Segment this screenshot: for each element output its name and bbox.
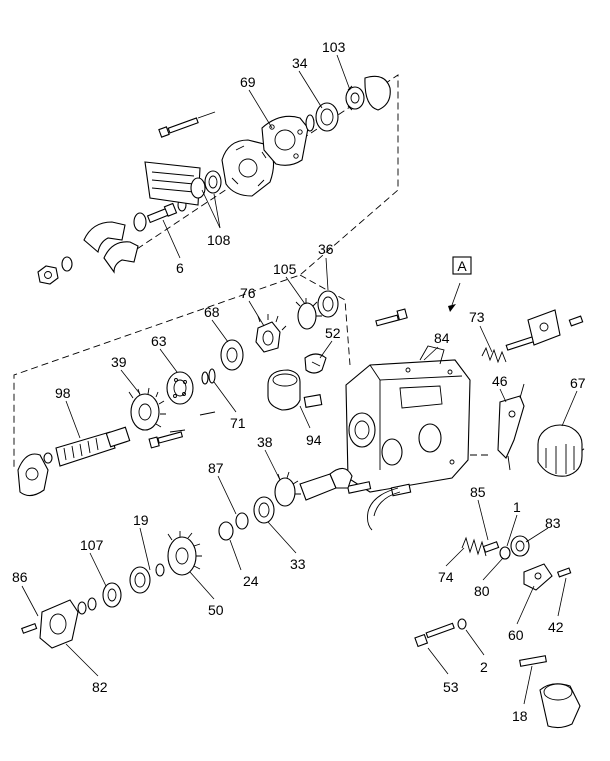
callout-labels: 103 34 69 108 6 36 105 76 68 52 63 39 98… bbox=[12, 39, 586, 724]
callout-42: 42 bbox=[548, 619, 564, 635]
svg-text:A: A bbox=[457, 258, 467, 274]
drive-shaft-icon bbox=[55, 426, 131, 467]
callout-68: 68 bbox=[204, 304, 220, 320]
callout-94: 94 bbox=[306, 432, 322, 448]
callout-6: 6 bbox=[176, 260, 184, 276]
callout-1: 1 bbox=[513, 499, 521, 515]
small-bolt-icon bbox=[158, 111, 216, 138]
retaining-clip-icon bbox=[304, 353, 327, 374]
lever-arm-icon bbox=[497, 383, 525, 471]
callout-105: 105 bbox=[273, 261, 297, 277]
fitting-block-icon bbox=[523, 563, 553, 591]
bearing-36-icon bbox=[317, 290, 339, 318]
pinion-shaft-icon bbox=[299, 473, 337, 501]
callout-34: 34 bbox=[292, 55, 308, 71]
gear-63-icon bbox=[166, 371, 194, 405]
lower-right-parts bbox=[414, 535, 581, 729]
upper-assembly bbox=[37, 75, 391, 285]
bolt-icon bbox=[146, 202, 178, 224]
mounting-bracket-icon bbox=[527, 309, 561, 346]
o-ring-icon bbox=[499, 546, 511, 560]
bearing-33-icon bbox=[253, 496, 275, 524]
gear-50-icon bbox=[167, 531, 202, 576]
leader-lines bbox=[21, 54, 578, 705]
callout-86: 86 bbox=[12, 569, 28, 585]
callout-83: 83 bbox=[545, 515, 561, 531]
nut-icon bbox=[37, 265, 59, 285]
bolt-icon bbox=[375, 308, 408, 327]
solenoid-icon bbox=[267, 369, 323, 411]
callout-69: 69 bbox=[240, 74, 256, 90]
screw-icon bbox=[21, 623, 38, 634]
callout-98: 98 bbox=[55, 385, 71, 401]
spring-icon bbox=[481, 346, 507, 364]
lower-shaft-assembly bbox=[21, 467, 353, 649]
bearing-icon bbox=[305, 102, 339, 132]
callout-60: 60 bbox=[508, 627, 524, 643]
middle-shaft-assembly bbox=[17, 290, 339, 497]
callout-53: 53 bbox=[443, 679, 459, 695]
callout-50: 50 bbox=[208, 602, 224, 618]
flange-icon bbox=[17, 453, 49, 497]
callout-87: 87 bbox=[208, 460, 224, 476]
spring-74-icon bbox=[461, 536, 487, 557]
pipe-fitting-icon bbox=[83, 212, 147, 274]
callout-82: 82 bbox=[92, 679, 108, 695]
callout-73: 73 bbox=[469, 309, 485, 325]
gear-38-icon bbox=[274, 471, 301, 507]
governor-cover-icon bbox=[537, 424, 583, 477]
bushing-icon bbox=[218, 521, 234, 541]
gasket-icon bbox=[364, 75, 391, 111]
callout-85: 85 bbox=[470, 484, 486, 500]
bearing-107-icon bbox=[102, 582, 122, 608]
view-a-label: A bbox=[448, 256, 472, 312]
callout-103: 103 bbox=[322, 39, 346, 55]
callout-36: 36 bbox=[318, 241, 334, 257]
callout-39: 39 bbox=[111, 354, 127, 370]
washer-icon bbox=[235, 512, 249, 530]
wire-harness bbox=[367, 487, 399, 531]
bevel-gear-icon bbox=[255, 314, 287, 353]
callout-71: 71 bbox=[230, 415, 246, 431]
filter-icon bbox=[519, 655, 581, 729]
bolt-53-icon bbox=[414, 622, 455, 648]
callout-80: 80 bbox=[474, 583, 490, 599]
callout-67: 67 bbox=[570, 375, 586, 391]
callout-38: 38 bbox=[257, 434, 273, 450]
end-cover-icon bbox=[39, 599, 79, 649]
gear-105-icon bbox=[295, 298, 322, 330]
callout-24: 24 bbox=[243, 573, 259, 589]
callout-76: 76 bbox=[240, 285, 256, 301]
right-side-parts bbox=[481, 309, 584, 477]
callout-84: 84 bbox=[434, 330, 450, 346]
fitting-icon bbox=[346, 481, 412, 497]
callout-107: 107 bbox=[80, 537, 104, 553]
pump-body-icon bbox=[345, 345, 471, 493]
gear-39-icon bbox=[128, 387, 166, 431]
callout-46: 46 bbox=[492, 373, 508, 389]
callout-108: 108 bbox=[207, 232, 231, 248]
seal-ring-icon bbox=[190, 170, 222, 199]
bolt-icon bbox=[148, 431, 184, 449]
callout-2: 2 bbox=[480, 659, 488, 675]
callout-33: 33 bbox=[290, 556, 306, 572]
bracket-plate-icon bbox=[144, 161, 201, 206]
callout-74: 74 bbox=[438, 569, 454, 585]
bearing-cone-icon bbox=[345, 85, 365, 111]
callout-18: 18 bbox=[512, 708, 528, 724]
bearing-19-icon bbox=[129, 566, 151, 594]
washer-83-icon bbox=[510, 535, 530, 557]
callout-63: 63 bbox=[151, 333, 167, 349]
callout-19: 19 bbox=[133, 512, 149, 528]
pump-gear-housing-icon bbox=[221, 139, 275, 197]
bearing-68-icon bbox=[220, 339, 244, 371]
callout-52: 52 bbox=[325, 325, 341, 341]
cover-plate-icon bbox=[261, 115, 309, 166]
washer-2-icon bbox=[457, 618, 467, 630]
